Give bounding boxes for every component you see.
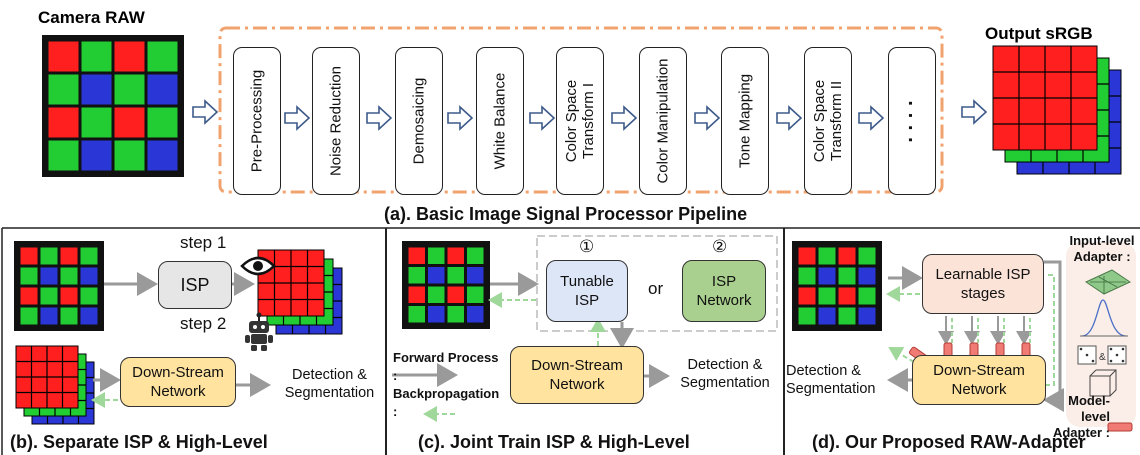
isp-box: ISP (158, 261, 232, 309)
raw-image-d (792, 241, 882, 331)
adapter-panel (1066, 242, 1136, 427)
hollow-arrow-stage-4 (529, 105, 556, 131)
model-adapter-label: Model-level Adapter : (1052, 393, 1110, 440)
isp-network-label: ISP Network (696, 273, 752, 309)
raw-image-b (14, 241, 104, 331)
backpropagation-colon: : (393, 404, 398, 419)
isp-stage-box: Color Space Transform II (804, 47, 852, 195)
isp-stage-box: Color Manipulation (639, 47, 687, 195)
caption-c: (c). Joint Train ISP & High-Level (418, 432, 690, 452)
isp-stage-box: Demosaicing (395, 47, 443, 195)
hollow-arrow-output (961, 99, 988, 125)
circle-2-label: ② (712, 237, 728, 256)
hollow-arrow-stage-1 (284, 105, 311, 131)
forward-process-label: Forward Process (393, 350, 499, 365)
input-adapter-label: Input-level Adapter : (1069, 233, 1135, 264)
learnable-isp-label: Learnable ISP stages (935, 266, 1031, 302)
isp-options-frame (536, 235, 778, 332)
hollow-arrow-stage-7 (776, 105, 803, 131)
hollow-arrow-input (192, 99, 219, 125)
forward-process-colon: : (393, 368, 398, 383)
hollow-arrow-stage-6 (694, 105, 721, 131)
cube-icon (1089, 369, 1117, 397)
matrix-icon: & (1077, 345, 1127, 365)
output-srgb-label: Output sRGB (985, 24, 1093, 43)
isp-stage-label: Tone Mapping (736, 73, 754, 169)
caption-d: (d). Our Proposed RAW-Adapter (812, 432, 1086, 452)
model-adapter-legend-icon (1107, 422, 1133, 432)
step2-label: step 2 (180, 314, 227, 333)
svg-text:&: & (1099, 352, 1106, 363)
isp-network-box: ISP Network (682, 260, 766, 322)
isp-stage-box: Color Space Transform I (556, 47, 604, 195)
circle-1-label: ① (579, 237, 595, 256)
detection-label-d: Detection & Segmentation (786, 363, 876, 397)
isp-stage-label: Demosaicing (410, 77, 428, 165)
gaussian-kernel-icon (1080, 299, 1128, 337)
backprop-arrow-d3 (888, 346, 915, 363)
isp-stage-box: Tone Mapping (721, 47, 769, 195)
hollow-arrow-stage-3 (447, 105, 474, 131)
grid-surface-icon (1084, 269, 1132, 295)
caption-a: (a). Basic Image Signal Processor Pipeli… (384, 204, 748, 224)
downstream-label-c: Down-Stream Network (531, 357, 623, 393)
downstream-network-box-d: Down-Stream Network (912, 355, 1046, 405)
isp-stage-box: White Balance (476, 47, 524, 195)
downstream-label-d: Down-Stream Network (933, 362, 1025, 398)
srgb-input-b (15, 345, 95, 425)
downstream-label-b: Down-Stream Network (132, 364, 224, 400)
isp-box-label: ISP (180, 274, 210, 295)
output-srgb-image (992, 45, 1122, 175)
downstream-network-box-c: Down-Stream Network (510, 346, 644, 404)
isp-stage-label: White Balance (491, 72, 509, 170)
isp-stage-label: Noise Reduction (327, 65, 345, 177)
isp-stage-label: · · · · (900, 99, 923, 143)
isp-stage-label: Color Space Transform II (811, 79, 845, 163)
srgb-image-b (257, 249, 343, 335)
detection-label-c: Detection & Segmentation (680, 357, 770, 391)
backprop-arrow-d2 (1046, 274, 1055, 386)
step1-label: step 1 (180, 233, 227, 252)
isp-stage-label: Color Space Transform I (563, 79, 597, 163)
isp-stage-box: Pre-Processing (233, 47, 281, 195)
tunable-isp-box: Tunable ISP (546, 260, 628, 322)
isp-stage-label: Color Manipulation (654, 58, 672, 184)
downstream-network-box-b: Down-Stream Network (120, 357, 236, 407)
eye-icon (240, 256, 276, 276)
or-label: or (648, 279, 664, 298)
robot-icon (245, 312, 273, 351)
learnable-isp-box: Learnable ISP stages (922, 254, 1044, 314)
caption-b: (b). Separate ISP & High-Level (10, 432, 268, 452)
camera-raw-image (42, 35, 184, 177)
hollow-arrow-stage-5 (611, 105, 638, 131)
hollow-arrow-stage-8 (858, 105, 885, 131)
camera-raw-label: Camera RAW (38, 8, 145, 27)
isp-stage-box: Noise Reduction (312, 47, 360, 195)
detection-label-b: Detection & Segmentation (284, 367, 375, 401)
arrow-learnable-to-network (1043, 260, 1064, 412)
tunable-isp-label: Tunable ISP (560, 273, 614, 309)
isp-stage-box: · · · · (888, 47, 936, 195)
hollow-arrow-stage-2 (366, 105, 393, 131)
backpropagation-label: Backpropagation (393, 386, 500, 401)
raw-image-c (402, 241, 490, 329)
isp-stage-label: Pre-Processing (248, 69, 266, 173)
